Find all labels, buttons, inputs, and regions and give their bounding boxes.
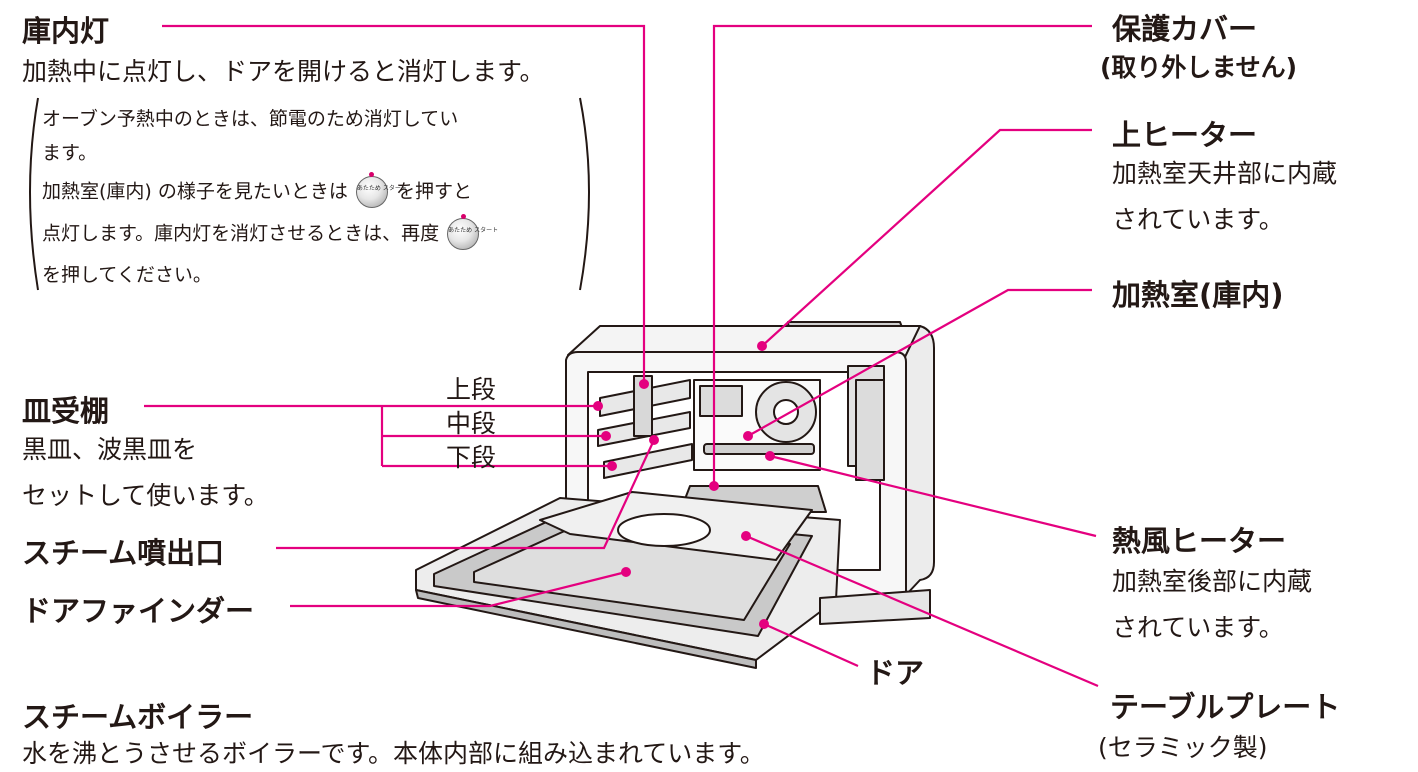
note-brackets: [29, 97, 590, 291]
rack-title: 皿受棚: [22, 394, 110, 428]
note-line-2: ます。: [42, 142, 98, 164]
steam-outlet-label: スチーム噴出口: [22, 536, 225, 570]
boiler-title: スチームボイラー: [22, 700, 254, 734]
leader-door: [763, 622, 859, 668]
lamp-title: 庫内灯: [22, 14, 110, 48]
door-finder-label: ドアファインダー: [22, 594, 255, 628]
shelf-upper: 上段: [446, 375, 497, 404]
note-line-5: を押してください。: [42, 264, 212, 286]
top-heater-desc-1: 加熱室天井部に内蔵: [1112, 159, 1338, 188]
leader-table-plate: [745, 534, 1099, 688]
shelf-lower: 下段: [446, 443, 497, 472]
note-line-1: オーブン予熱中のときは、節電のため消灯してい: [42, 108, 459, 130]
rack-desc-1: 黒皿、波黒皿を: [22, 435, 198, 464]
note-line-3: 加熱室(庫内) の様子を見たいときは あたため スタート を押すと: [42, 172, 472, 208]
door-label: ドア: [866, 656, 925, 690]
table-plate-subtitle: (セラミック製): [1098, 733, 1268, 762]
chamber-title: 加熱室(庫内): [1112, 278, 1284, 312]
warm-start-button-icon-2: あたため スタート: [447, 214, 499, 250]
boiler-description: 水を沸とうさせるボイラーです。本体内部に組み込まれています。: [22, 739, 765, 768]
leader-top-heater: [761, 128, 1092, 347]
leader-chamber: [747, 288, 1092, 437]
fan-heater-desc-2: されています。: [1112, 613, 1284, 642]
lamp-description: 加熱中に点灯し、ドアを開けると消灯します。: [22, 57, 545, 86]
warm-start-button-icon: あたため スタート: [355, 172, 407, 208]
leader-steam-outlet: [276, 439, 655, 550]
note-line-4: 点灯します。庫内灯を消灯させるときは、再度 あたため スタート: [42, 214, 499, 250]
warm-start-button-text: あたため スタート: [356, 185, 407, 192]
top-heater-title: 上ヒーター: [1112, 118, 1258, 152]
rack-desc-2: セットして使います。: [22, 481, 269, 510]
cover-subtitle: (取り外しません): [1100, 53, 1298, 82]
leader-lamp: [162, 24, 646, 384]
leader-door-finder: [290, 570, 627, 608]
note-line-3b: を押すと: [395, 180, 472, 203]
leader-fan-heater: [769, 454, 1097, 538]
table-plate-title: テーブルプレート: [1110, 690, 1341, 724]
note-line-4a: 点灯します。庫内灯を消灯させるときは、再度: [42, 222, 440, 245]
top-heater-desc-2: されています。: [1112, 205, 1284, 234]
fan-heater-title: 熱風ヒーター: [1112, 524, 1287, 558]
fan-heater-desc-1: 加熱室後部に内蔵: [1112, 567, 1313, 596]
cover-title: 保護カバー: [1112, 12, 1258, 46]
leader-lines: [144, 24, 1099, 688]
shelf-middle: 中段: [446, 409, 497, 438]
leader-cover: [712, 24, 1092, 486]
leader-dots: [593, 341, 775, 629]
warm-start-button-text-2: あたため スタート: [448, 227, 499, 234]
note-line-3a: 加熱室(庫内) の様子を見たいときは: [42, 180, 348, 203]
